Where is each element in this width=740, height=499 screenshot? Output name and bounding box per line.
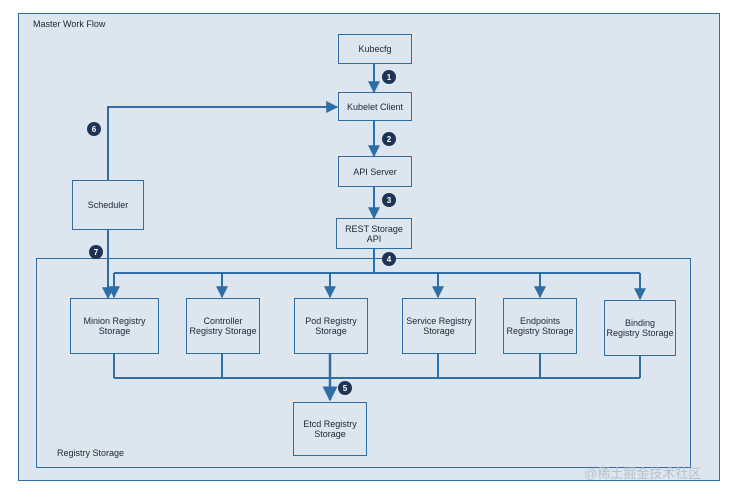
node-scheduler: Scheduler xyxy=(72,180,144,230)
node-pod-registry: Pod Registry Storage xyxy=(294,298,368,354)
node-service-registry: Service Registry Storage xyxy=(402,298,476,354)
node-rest-storage-api: REST Storage API xyxy=(336,218,412,249)
step-badge-1: 1 xyxy=(382,70,396,84)
node-binding-registry: Binding Registry Storage xyxy=(604,300,676,356)
node-kubelet-client: Kubelet Client xyxy=(338,92,412,121)
node-kubecfg: Kubecfg xyxy=(338,34,412,64)
registry-storage-frame xyxy=(36,258,691,468)
step-badge-4: 4 xyxy=(382,252,396,266)
step-badge-6: 6 xyxy=(87,122,101,136)
step-badge-5: 5 xyxy=(338,381,352,395)
master-workflow-label: Master Work Flow xyxy=(33,19,106,29)
node-minion-registry: Minion Registry Storage xyxy=(70,298,159,354)
step-badge-7: 7 xyxy=(89,245,103,259)
watermark: @稀土掘金技术社区 xyxy=(584,466,702,481)
step-badge-3: 3 xyxy=(382,193,396,207)
step-badge-2: 2 xyxy=(382,132,396,146)
registry-storage-label: Registry Storage xyxy=(57,448,125,458)
node-api-server: API Server xyxy=(338,156,412,187)
arrow-scheduler-to-kubelet xyxy=(107,101,339,180)
node-etcd-registry: Etcd Registry Storage xyxy=(293,402,367,456)
node-controller-registry: Controller Registry Storage xyxy=(186,298,260,354)
node-endpoints-registry: Endpoints Registry Storage xyxy=(503,298,577,354)
